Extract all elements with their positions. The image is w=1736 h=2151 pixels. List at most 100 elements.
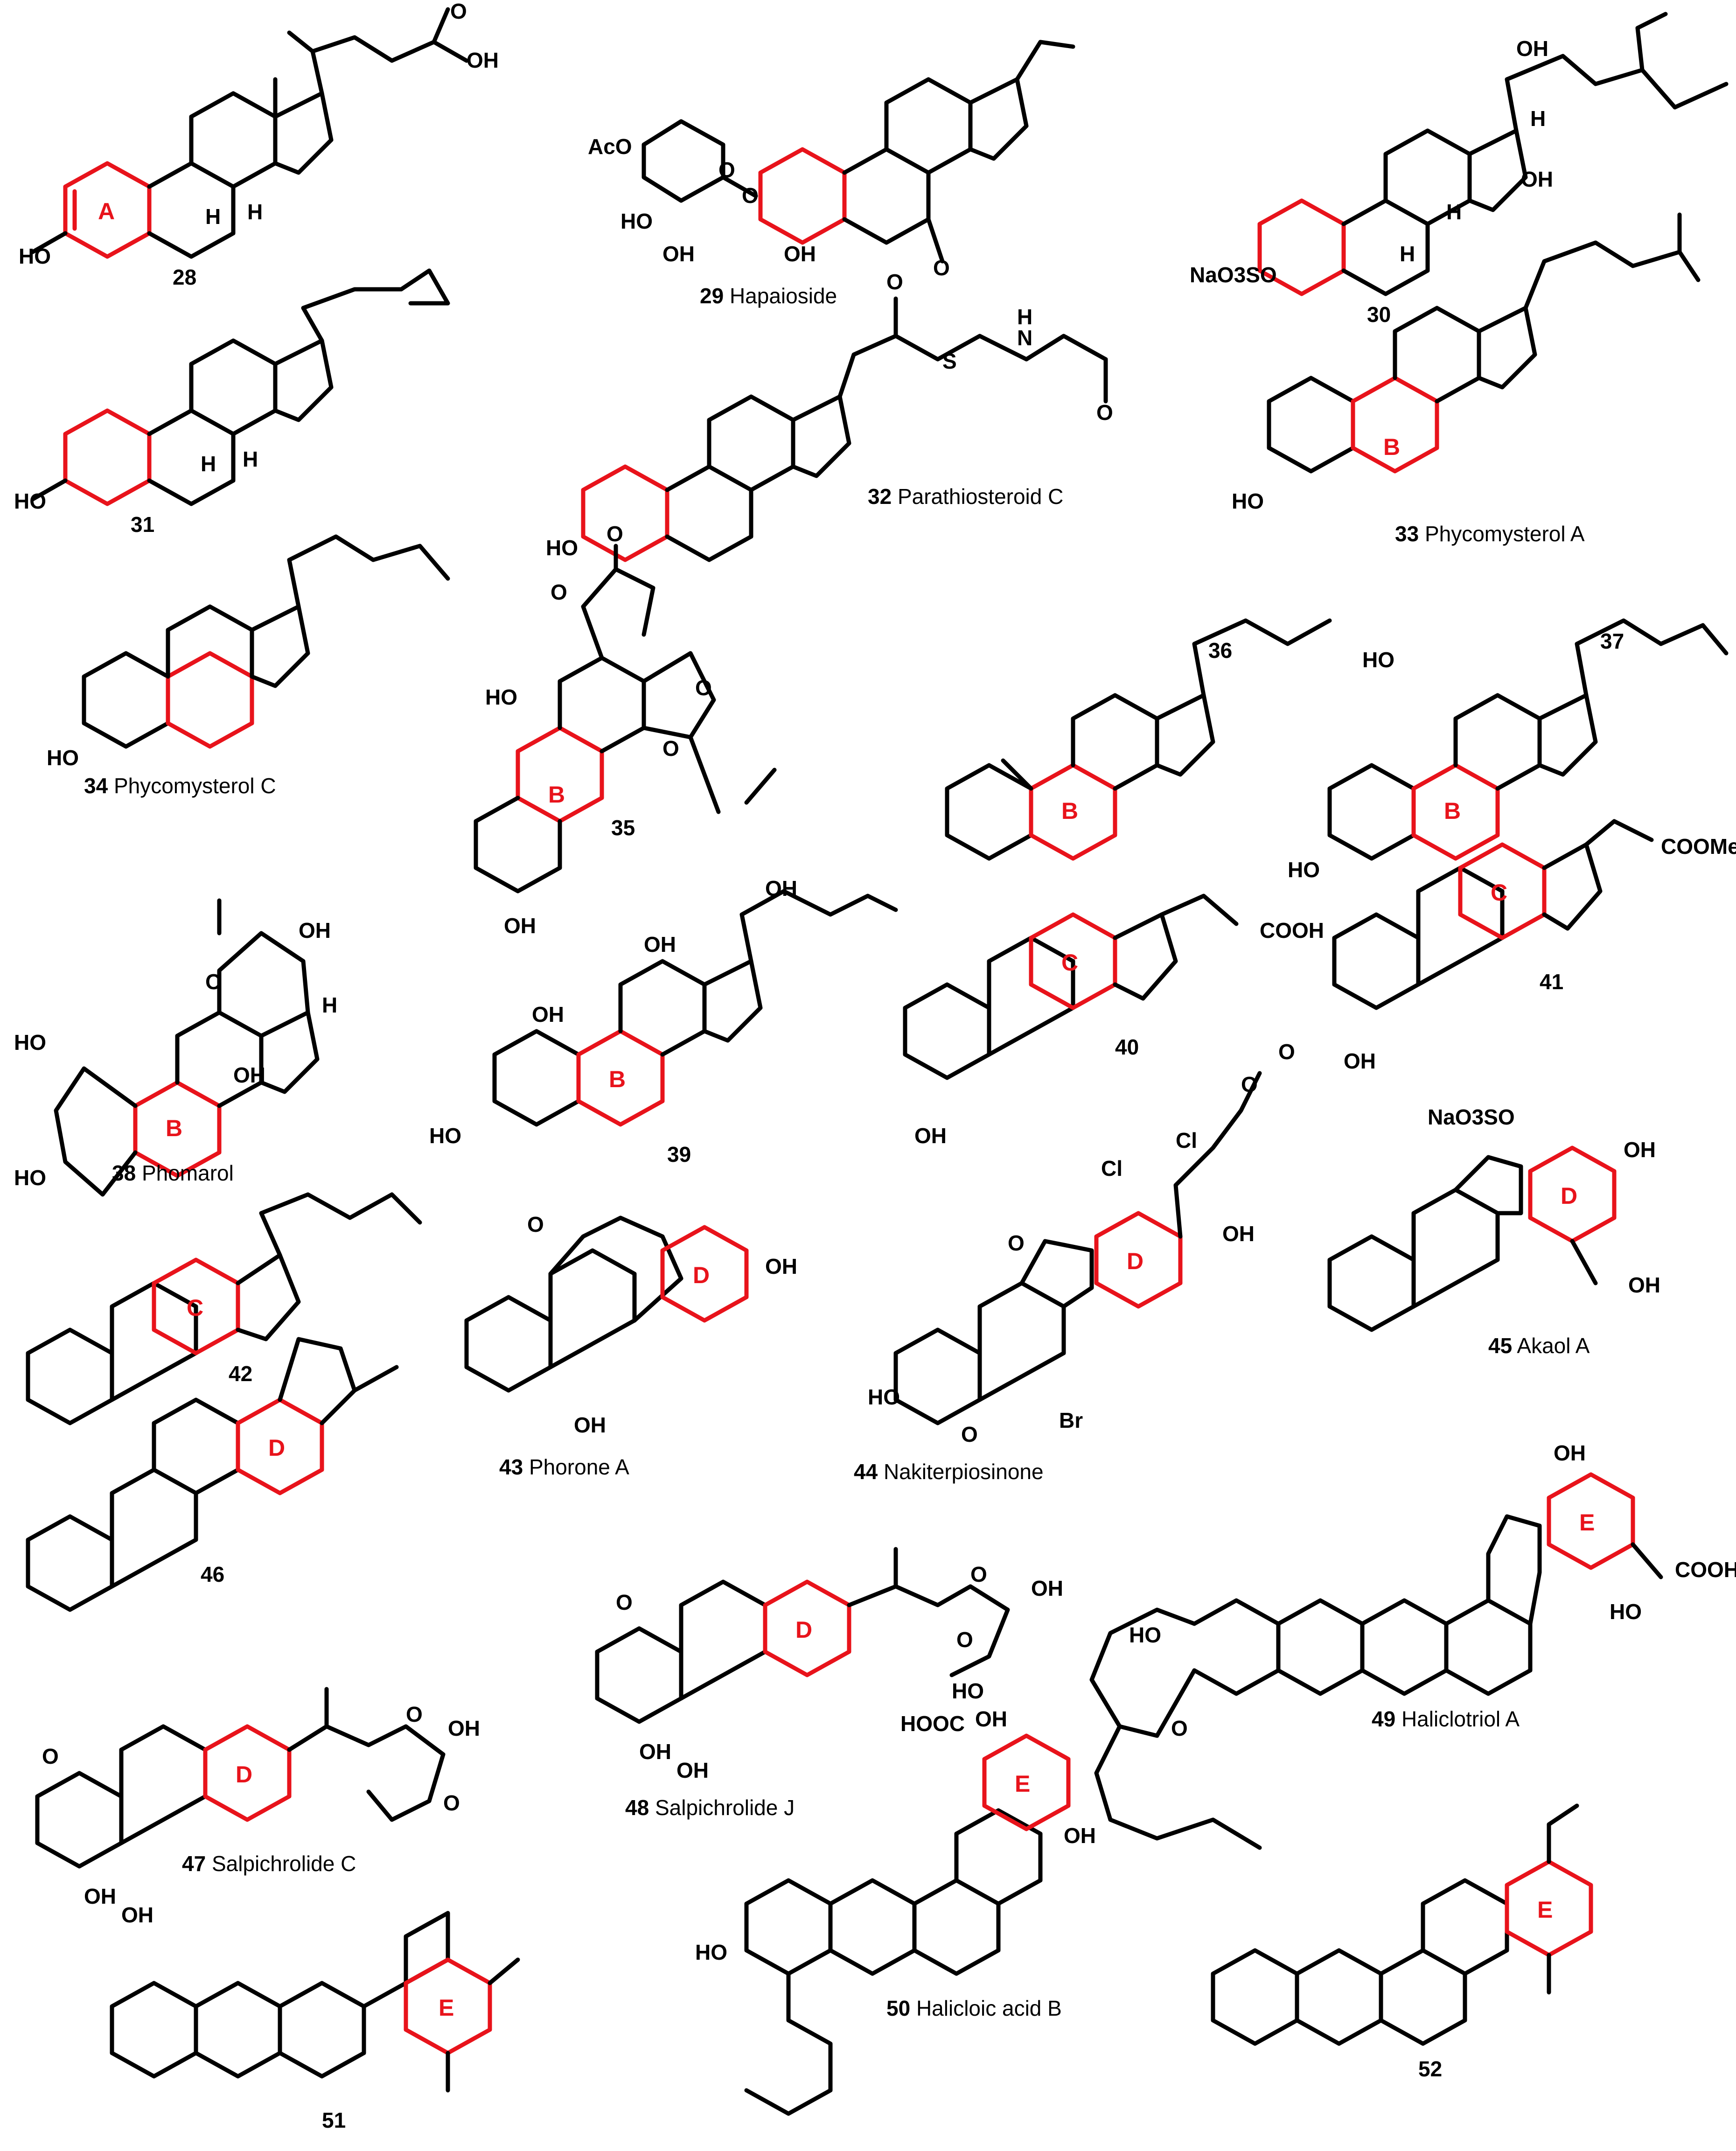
compound-number: 37	[1600, 629, 1624, 653]
atom-br: Br	[1059, 1408, 1083, 1432]
atom-cl: Cl	[1176, 1128, 1197, 1152]
aromatic-ring-e	[982, 1733, 1071, 1831]
compound-number: 51	[322, 2108, 346, 2132]
compound-number: 41	[1540, 970, 1563, 994]
atom-ho: HO	[47, 746, 79, 770]
atom-o: O	[1008, 1231, 1025, 1255]
compound-29: AcO HO O O OH OH O 29 Hapaioside	[588, 40, 1075, 308]
atom-ho: HO	[1610, 1599, 1642, 1624]
atom-h: H	[247, 200, 263, 224]
atom-o: O	[742, 183, 759, 208]
atom-o: O	[1171, 1716, 1188, 1740]
atom-oh: OH	[532, 1002, 564, 1027]
compound-34: HO 34 Phycomysterol C	[47, 534, 450, 798]
atom-cooh: COOH	[1675, 1557, 1736, 1582]
ring-label: E	[439, 1995, 454, 2021]
atom-oh: OH	[1521, 167, 1553, 191]
atom-oh: OH	[1624, 1138, 1656, 1162]
atom-oh: OH	[662, 242, 695, 266]
compound-number: 35	[611, 816, 635, 840]
compound-number: 31	[131, 512, 154, 537]
compound-number: 45	[1488, 1334, 1512, 1358]
atom-o: O	[42, 1744, 59, 1768]
compound-number: 39	[667, 1142, 691, 1166]
compound-caption: 47 Salpichrolide C	[182, 1851, 356, 1876]
atom-oh: OH	[644, 932, 676, 957]
atom-oh: OH	[1064, 1823, 1096, 1848]
ring-label: D	[236, 1761, 252, 1788]
atom-o: O	[450, 0, 467, 23]
ring-label: D	[795, 1617, 812, 1643]
atom-ho: HO	[1232, 489, 1264, 513]
aromatic-ring-e	[404, 1957, 492, 2055]
atom-oh: OH	[1628, 1273, 1660, 1297]
compound-50: E HOOC OH OH HO 50 Halicloic acid B	[695, 1707, 1096, 2116]
atom-o: O	[662, 736, 679, 761]
ring-label: D	[693, 1262, 710, 1288]
compound-42: C 42	[26, 1192, 422, 1425]
atom-o: O	[616, 1590, 633, 1614]
atom-o: O	[970, 1562, 987, 1586]
compound-name: Haliclotriol A	[1401, 1707, 1520, 1731]
compound-caption: 45 Akaol A	[1488, 1334, 1590, 1358]
atom-o: O	[956, 1627, 973, 1652]
atom-o: O	[406, 1702, 423, 1726]
atom-n: N	[1017, 326, 1032, 350]
compound-number: 30	[1367, 302, 1391, 327]
atom-ho: HO	[14, 489, 46, 513]
ring-label: D	[1561, 1183, 1577, 1209]
compound-caption: 43 Phorone A	[499, 1455, 629, 1479]
atom-o: O	[886, 270, 903, 294]
atom-h: H	[243, 447, 258, 471]
compound-33: B HO 33 Phycomysterol A	[1232, 212, 1701, 546]
ring-label: E	[1537, 1897, 1553, 1923]
atom-cl: Cl	[1101, 1156, 1122, 1180]
atom-ho: HO	[620, 209, 653, 233]
atom-o: O	[1096, 400, 1113, 425]
compound-number: 29	[700, 284, 724, 308]
compound-name: Phycomysterol A	[1425, 522, 1585, 546]
compound-45: D NaO3SO OH OH 45 Akaol A	[1327, 1105, 1660, 1358]
ring-label: B	[609, 1066, 626, 1092]
atom-oh: OH	[467, 48, 499, 72]
atom-oh: OH	[574, 1413, 606, 1437]
compound-32: HO O S N H O 32 Parathiosteroid C	[546, 270, 1113, 562]
compound-number: 40	[1115, 1035, 1139, 1059]
compound-caption: 33 Phycomysterol A	[1395, 522, 1585, 546]
compound-caption: 48 Salpichrolide J	[625, 1795, 795, 1820]
atom-o: O	[551, 580, 567, 604]
compound-number: 47	[182, 1851, 206, 1876]
atom-oh: OH	[1031, 1576, 1063, 1600]
atom-ho: HO	[695, 1940, 727, 1964]
compound-43: D O OH OH 43 Phorone A	[464, 1212, 797, 1479]
atom-oh: OH	[299, 918, 331, 943]
compound-40: C COOH OH 40	[903, 894, 1324, 1148]
compound-number: 50	[886, 1996, 910, 2020]
compound-41: C COOMe OH 41	[1332, 819, 1736, 1073]
compound-caption: 38 Phomarol	[112, 1161, 234, 1185]
atom-h: H	[1530, 106, 1546, 131]
compound-caption: 32 Parathiosteroid C	[868, 484, 1063, 509]
aromatic-ring	[758, 147, 847, 245]
ring-label: A	[98, 198, 115, 224]
compound-number: 43	[499, 1455, 523, 1479]
compound-name: Phomarol	[142, 1161, 234, 1185]
compound-name: Parathiosteroid C	[898, 484, 1063, 509]
atom-ho: HO	[429, 1124, 461, 1148]
atom-h: H	[1446, 200, 1462, 224]
compound-name: Phycomysterol C	[114, 774, 276, 798]
compound-36: B 36	[945, 618, 1332, 861]
compound-47: D O OH OH O OH O 47 Salpichrolide C	[35, 1687, 480, 1927]
compound-37: B HO HO 37	[1288, 618, 1729, 882]
atom-o: O	[527, 1212, 544, 1236]
atom-ho: HO	[19, 244, 51, 268]
atom-h: H	[1400, 242, 1415, 266]
compound-44: D O Cl Cl OH O O HO O Br 44 Nakiterpiosi…	[854, 1040, 1295, 1484]
compound-caption: 49 Haliclotriol A	[1372, 1707, 1520, 1731]
atom-oh: OH	[765, 1254, 797, 1278]
ring-label: D	[1127, 1248, 1143, 1274]
atom-oh: OH	[639, 1739, 671, 1764]
compound-number: 38	[112, 1161, 136, 1185]
